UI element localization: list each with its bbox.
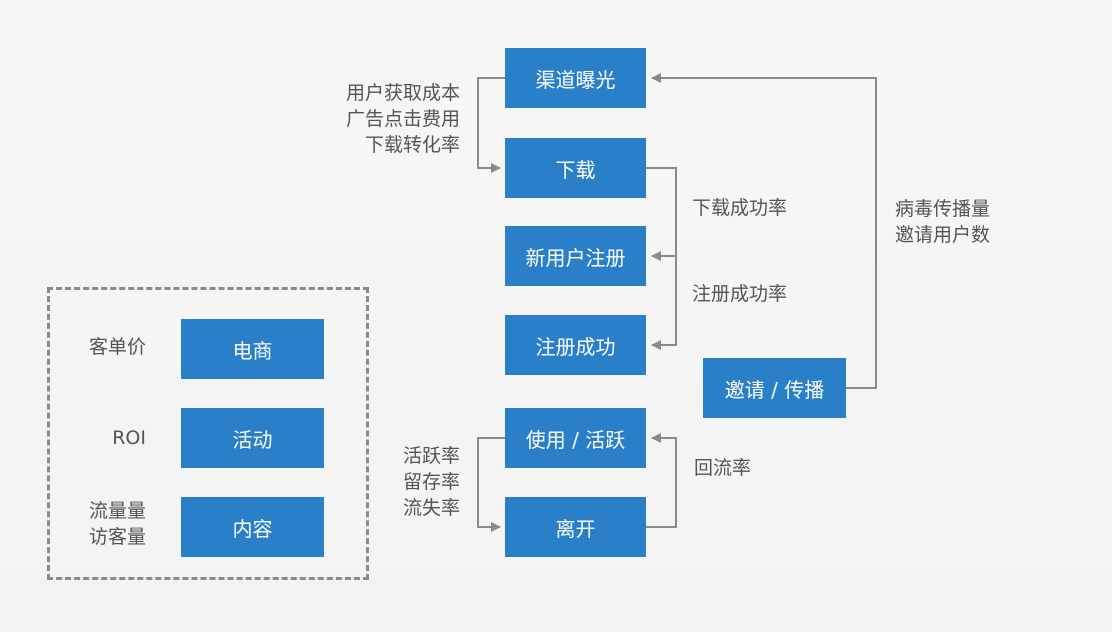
box-activity: 活动 [181, 408, 324, 468]
box-invite-spread: 邀请 / 传播 [703, 358, 846, 418]
box-channel-exposure: 渠道曝光 [505, 48, 646, 108]
box-download: 下载 [505, 138, 646, 198]
label-download-success-rate: 下载成功率 [692, 197, 788, 219]
label-activity-metrics: 活跃率 留存率 流失率 [403, 443, 460, 521]
label-line: 用户获取成本 [345, 82, 460, 104]
label-line: ROI [112, 427, 146, 449]
label-line: 流失率 [402, 497, 460, 519]
box-new-user-register: 新用户注册 [505, 226, 646, 286]
connector-exposure-to-download [477, 77, 505, 173]
label-line: 病毒传播量 [895, 198, 991, 220]
label-line: 下载转化率 [364, 134, 460, 156]
connector-leave-to-active [646, 433, 677, 528]
label-roi: ROI [112, 425, 146, 451]
label-return-rate: 回流率 [694, 457, 752, 479]
label-acquisition-metrics: 用户获取成本 广告点击费用 下载转化率 [346, 80, 460, 158]
connector-invite-to-exposure [651, 73, 877, 389]
box-ecommerce: 电商 [181, 319, 324, 379]
label-line: 留存率 [402, 471, 460, 493]
label-viral-metrics: 病毒传播量 邀请用户数 [895, 196, 990, 248]
business-type-group [47, 287, 369, 580]
label-line: 广告点击费用 [345, 108, 460, 130]
label-line: 邀请用户数 [895, 224, 991, 246]
box-leave: 离开 [505, 497, 646, 557]
connector-active-to-leave [477, 437, 505, 532]
label-line: 访客量 [88, 526, 146, 548]
box-register-success: 注册成功 [505, 315, 646, 375]
label-line: 客单价 [88, 336, 146, 358]
box-content: 内容 [181, 497, 324, 557]
label-content-metrics: 流量量 访客量 [89, 498, 146, 550]
label-unit-price: 客单价 [89, 334, 146, 360]
label-line: 流量量 [88, 500, 146, 522]
box-use-active: 使用 / 活跃 [505, 408, 646, 468]
label-line: 活跃率 [402, 445, 460, 467]
label-register-success-rate: 注册成功率 [692, 283, 788, 305]
